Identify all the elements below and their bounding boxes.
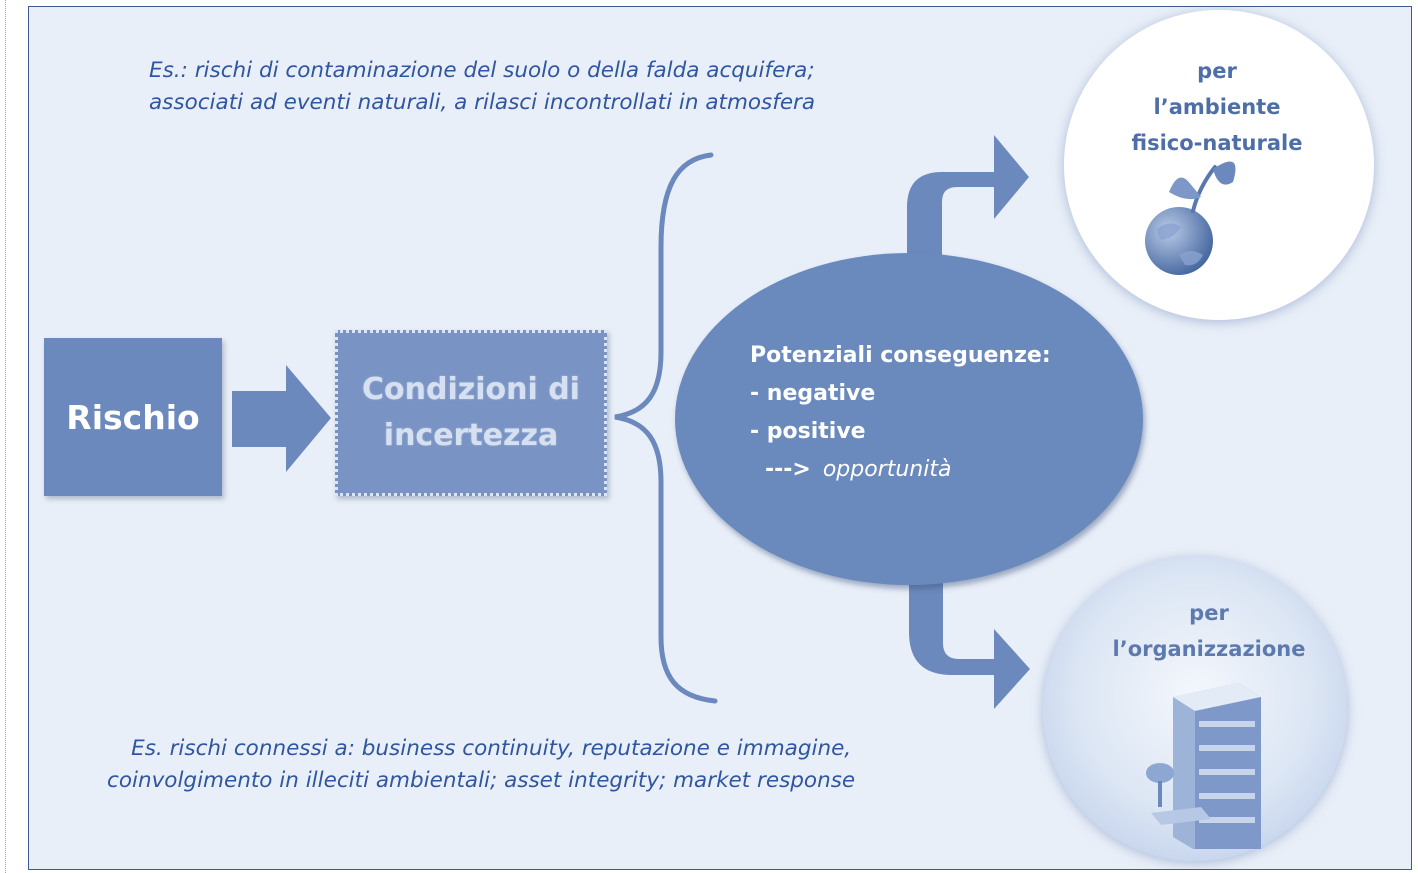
condizioni-incertezza-box: Condizioni di incertezza: [335, 330, 607, 496]
curly-brace: [614, 152, 718, 704]
diagram-graphics: [232, 10, 1374, 861]
condizioni-label-line-2: incertezza: [383, 418, 559, 453]
environment-label-line-2: l’ambiente: [1153, 95, 1281, 119]
condizioni-label-line-1: Condizioni di: [362, 372, 580, 407]
environment-label-line-3: fisico-naturale: [1131, 131, 1303, 155]
consequence-negative: - negative: [750, 381, 876, 406]
environment-circle: [1064, 10, 1374, 320]
bottom-example-note: Es. rischi connessi a: business continui…: [107, 733, 855, 797]
rischio-label: Rischio: [66, 397, 200, 437]
dashed-arrow-icon: --->: [765, 457, 811, 482]
opportunity-label: opportunità: [822, 457, 952, 482]
organization-label-line-2: l’organizzazione: [1112, 637, 1306, 661]
top-note-line-1: Es.: rischi di contaminazione del suolo …: [149, 58, 815, 83]
consequences-title: Potenziali conseguenze:: [750, 343, 1051, 368]
environment-label: per l’ambiente fisico-naturale: [1087, 53, 1347, 161]
environment-label-line-1: per: [1197, 59, 1237, 83]
office-building-icon: [1146, 683, 1261, 849]
organization-label-line-1: per: [1189, 601, 1229, 625]
consequence-positive: - positive: [750, 419, 866, 444]
bottom-note-line-2: coinvolgimento in illeciti ambientali; a…: [107, 768, 856, 793]
organization-label: per l’organizzazione: [1069, 595, 1349, 667]
globe-with-plant-icon: [1145, 161, 1236, 275]
bottom-note-line-1: Es. rischi connessi a: business continui…: [131, 736, 852, 761]
top-note-line-2: associati ad eventi naturali, a rilasci …: [149, 90, 816, 115]
top-example-note: Es.: rischi di contaminazione del suolo …: [149, 55, 815, 119]
diagram-frame: Es.: rischi di contaminazione del suolo …: [28, 6, 1412, 870]
opportunity-line: ---> opportunità: [750, 451, 1051, 489]
arrow-rischio-to-condizioni: [232, 365, 331, 472]
consequences-text: Potenziali conseguenze: - negative - pos…: [750, 337, 1051, 489]
consequences-ellipse: [675, 253, 1143, 585]
rischio-box: Rischio: [44, 338, 222, 496]
left-dotted-guide: [5, 0, 6, 873]
